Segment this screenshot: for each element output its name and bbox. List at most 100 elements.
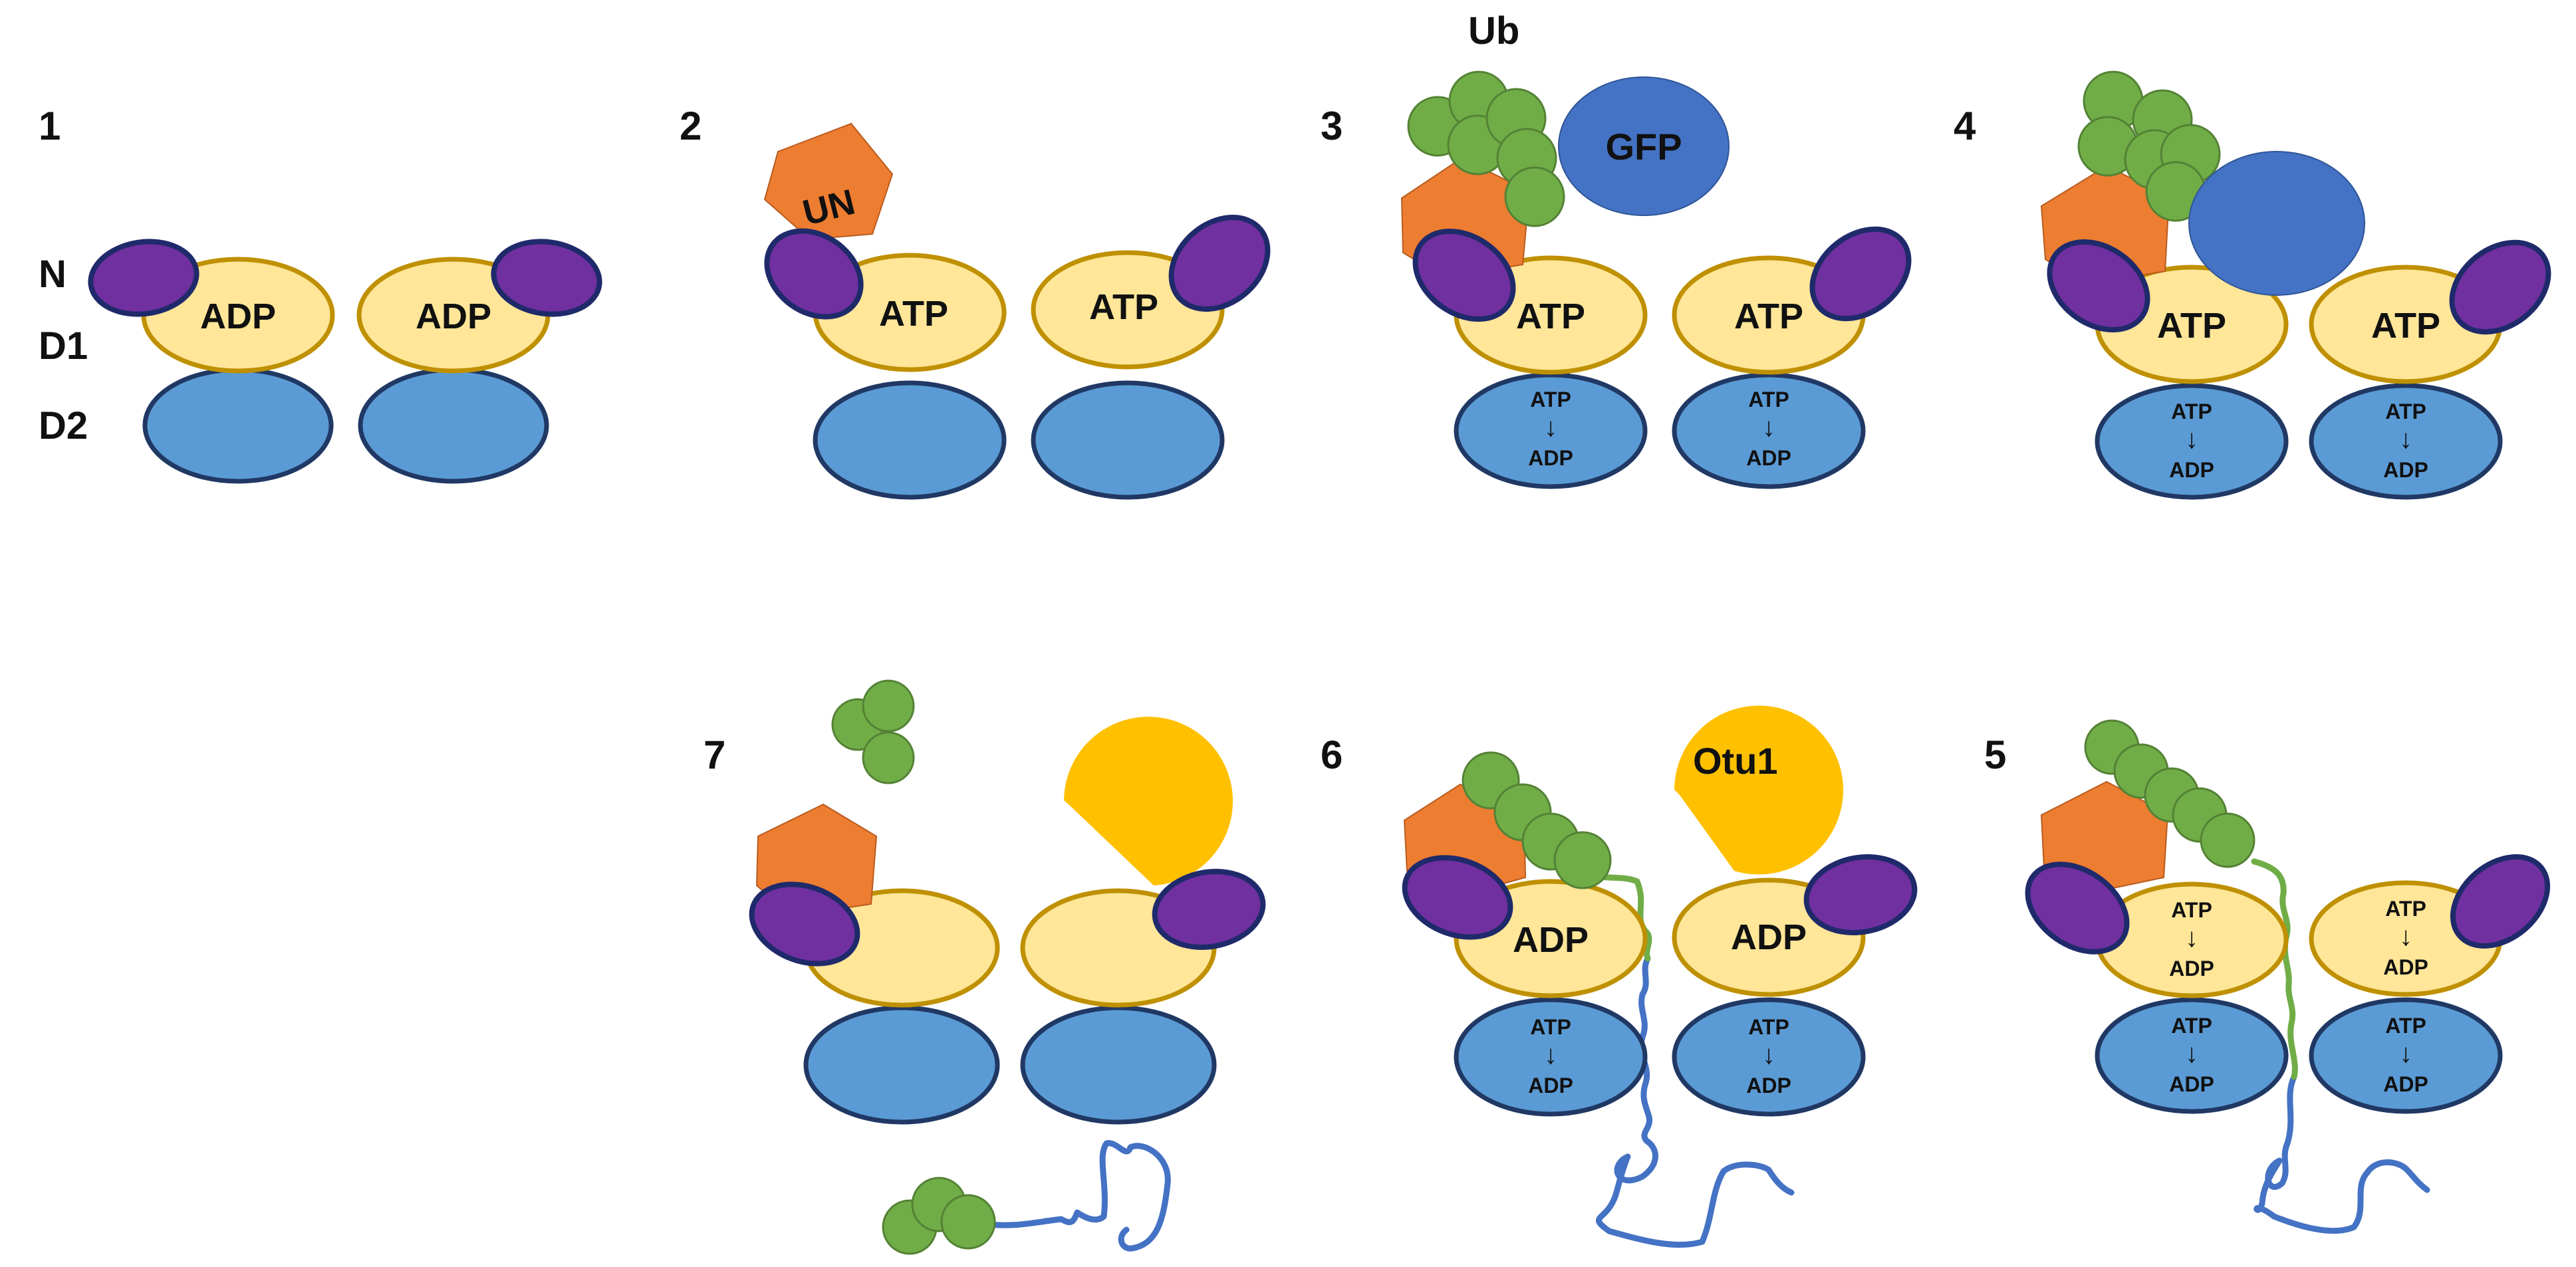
d1-right-nucleotide: ATP↓ADP [2383,897,2428,979]
nucleotide-transition-label: ATP↓ADP [1528,388,1573,470]
gfp-substrate [1558,76,1730,216]
d2-right-nucleotide: ATP↓ADP [1746,1015,1791,1097]
nucleotide-transition-label: ATP↓ADP [2383,897,2428,979]
d1-right-nucleotide: ATP [1089,287,1158,327]
state-1: 1 N D1 D2 ADP ADP [39,104,602,484]
n-domain-left [749,881,860,967]
unfolding-polypeptide [2254,1074,2430,1234]
ubiquitin-unit [862,679,915,733]
ubiquitin-unit [862,731,915,784]
d2-domain-right [358,367,549,484]
n-domain-left [2047,239,2150,333]
d1-domain-label: D1 [39,324,88,368]
ubiquitin-linker [1593,873,1652,962]
ubiquitin-unit [2200,812,2255,868]
d2-domain-left [2095,997,2289,1114]
state-number-4: 4 [1954,104,1976,148]
n-domain-right [491,239,602,317]
released-ubiquitin-chain [831,679,915,784]
d2-left-nucleotide: ATP↓ADP [1528,388,1573,470]
ubiquitin-unit [1553,831,1612,889]
d2-left-nucleotide: ATP↓ADP [1528,1015,1573,1097]
ubiquitin-linker [2251,858,2298,1080]
ubiquitin-unit [940,1194,996,1250]
d2-right-nucleotide: ATP↓ADP [2383,1014,2428,1096]
state-number-5: 5 [1984,733,2006,777]
d1-right-nucleotide: ATP [2371,306,2440,346]
nucleotide-transition-label: ATP↓ADP [2169,400,2214,482]
state-7: 7 [704,679,1266,1255]
n-domain-left [1402,855,1513,940]
n-domain-right [2450,854,2551,949]
otu1-deubiquitinase [1674,705,1843,875]
state-number-3: 3 [1321,104,1343,148]
nucleotide-transition-label: ATP↓ADP [2383,1014,2428,1096]
n-domain-right [1809,226,1912,322]
n-domain-right [1168,215,1271,312]
d2-left-nucleotide: ATP↓ADP [2169,1014,2214,1096]
d1-right-nucleotide: ADP [1731,917,1807,957]
d1-left-nucleotide: ADP [1513,920,1589,960]
unfolding-substrate [2188,151,2365,296]
ub-label: Ub [1468,9,1519,53]
d2-domain-left [813,380,1007,500]
state-number-7: 7 [704,733,725,777]
nucleotide-transition-label: ATP↓ADP [1528,1015,1573,1097]
d2-domain-left [142,367,334,484]
ubiquitin-chain [1407,70,1565,227]
d2-domain-right [1031,380,1225,500]
d2-left-nucleotide: ATP↓ADP [2169,400,2214,482]
n-domain-label: N [39,253,66,296]
ubiquitin-chain [2077,70,2221,222]
unfolded-polypeptide [986,1140,1171,1252]
d1-right-nucleotide: ADP [416,296,491,336]
d2-domain-left [1454,997,1648,1117]
nucleotide-transition-label: ATP↓ADP [1746,1015,1791,1097]
nucleotide-transition-label: ATP↓ADP [2169,898,2214,980]
state-number-6: 6 [1321,733,1343,777]
nucleotide-transition-label: ATP↓ADP [2383,400,2428,482]
d2-right-nucleotide: ATP↓ADP [2383,400,2428,482]
ufd1-npl4-cofactor [763,122,894,241]
n-domain-left [2025,862,2130,955]
d2-domain-right [2309,383,2503,500]
d1-left-nucleotide: ATP [1516,296,1585,336]
nucleotide-transition-label: ATP↓ADP [2169,1014,2214,1096]
d2-domain-right [1672,372,1866,489]
otu1-deubiquitinase [1064,717,1233,885]
ubiquitin-unit [1504,166,1565,227]
state-number-1: 1 [39,104,61,148]
released-substrate [882,1140,1171,1255]
n-domain-left [764,228,864,320]
d2-domain-label: D2 [39,404,88,447]
d1-left-nucleotide: ATP [879,294,948,334]
d1-left-nucleotide: ADP [200,296,276,336]
d2-domain-left [2095,383,2289,500]
n-domain-left [1412,228,1516,322]
n-domain-right [1803,854,1918,935]
d2-domain-right [1672,997,1866,1117]
n-domain-left [88,239,199,317]
state-number-2: 2 [680,104,702,148]
d2-domain-left [803,1005,1000,1125]
ubiquitin-chain [1462,751,1612,889]
gfp-label: GFP [1605,126,1682,168]
otu1-label: Otu1 [1693,740,1778,782]
n-domain-right [1152,869,1266,950]
ubiquitin-chain [2084,719,2255,868]
state-4: 4 ATP ATP ATP↓ADP ATP↓ADP [1954,70,2551,500]
d2-domain-right [2309,997,2503,1114]
state-5: 5 ATP↓ADP ATP↓ADP ATP↓ADP ATP↓ADP [1984,719,2551,1234]
state-2: 2 UN ATP ATP [680,104,1271,500]
d2-right-nucleotide: ATP↓ADP [1746,388,1791,470]
state-3: 3 Ub GFP ATP ATP ATP↓ADP ATP↓ADP [1321,9,1912,489]
d1-left-nucleotide: ATP↓ADP [2169,898,2214,980]
state-6: 6 Otu1 ADP ADP ATP↓ADP ATP↓ADP [1321,705,1918,1248]
nucleotide-transition-label: ATP↓ADP [1746,388,1791,470]
d1-left-nucleotide: ATP [2157,306,2226,346]
d1-right-nucleotide: ATP [1734,296,1803,336]
d2-domain-right [1020,1005,1217,1125]
d2-domain-left [1454,372,1648,489]
n-domain-right [2449,239,2551,335]
